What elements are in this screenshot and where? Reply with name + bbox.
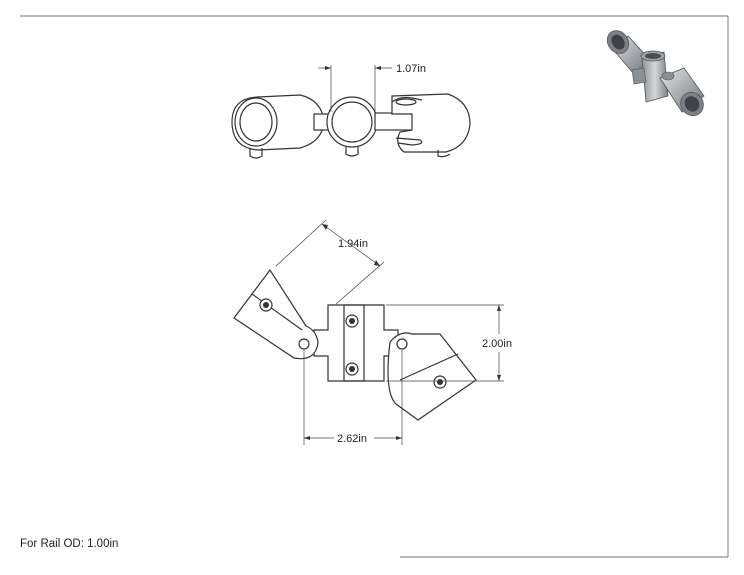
rail-od-note: For Rail OD: 1.00in [20,538,119,550]
iso-render [606,30,705,117]
front-view [233,219,504,445]
dim-height: 2.00in [482,338,512,350]
dim-diag-length: 1.94in [338,238,368,250]
dim-center-spacing: 2.62in [337,433,367,445]
top-view [231,65,471,159]
dim-top-gap: 1.07in [396,63,426,75]
sheet-border [20,15,729,558]
